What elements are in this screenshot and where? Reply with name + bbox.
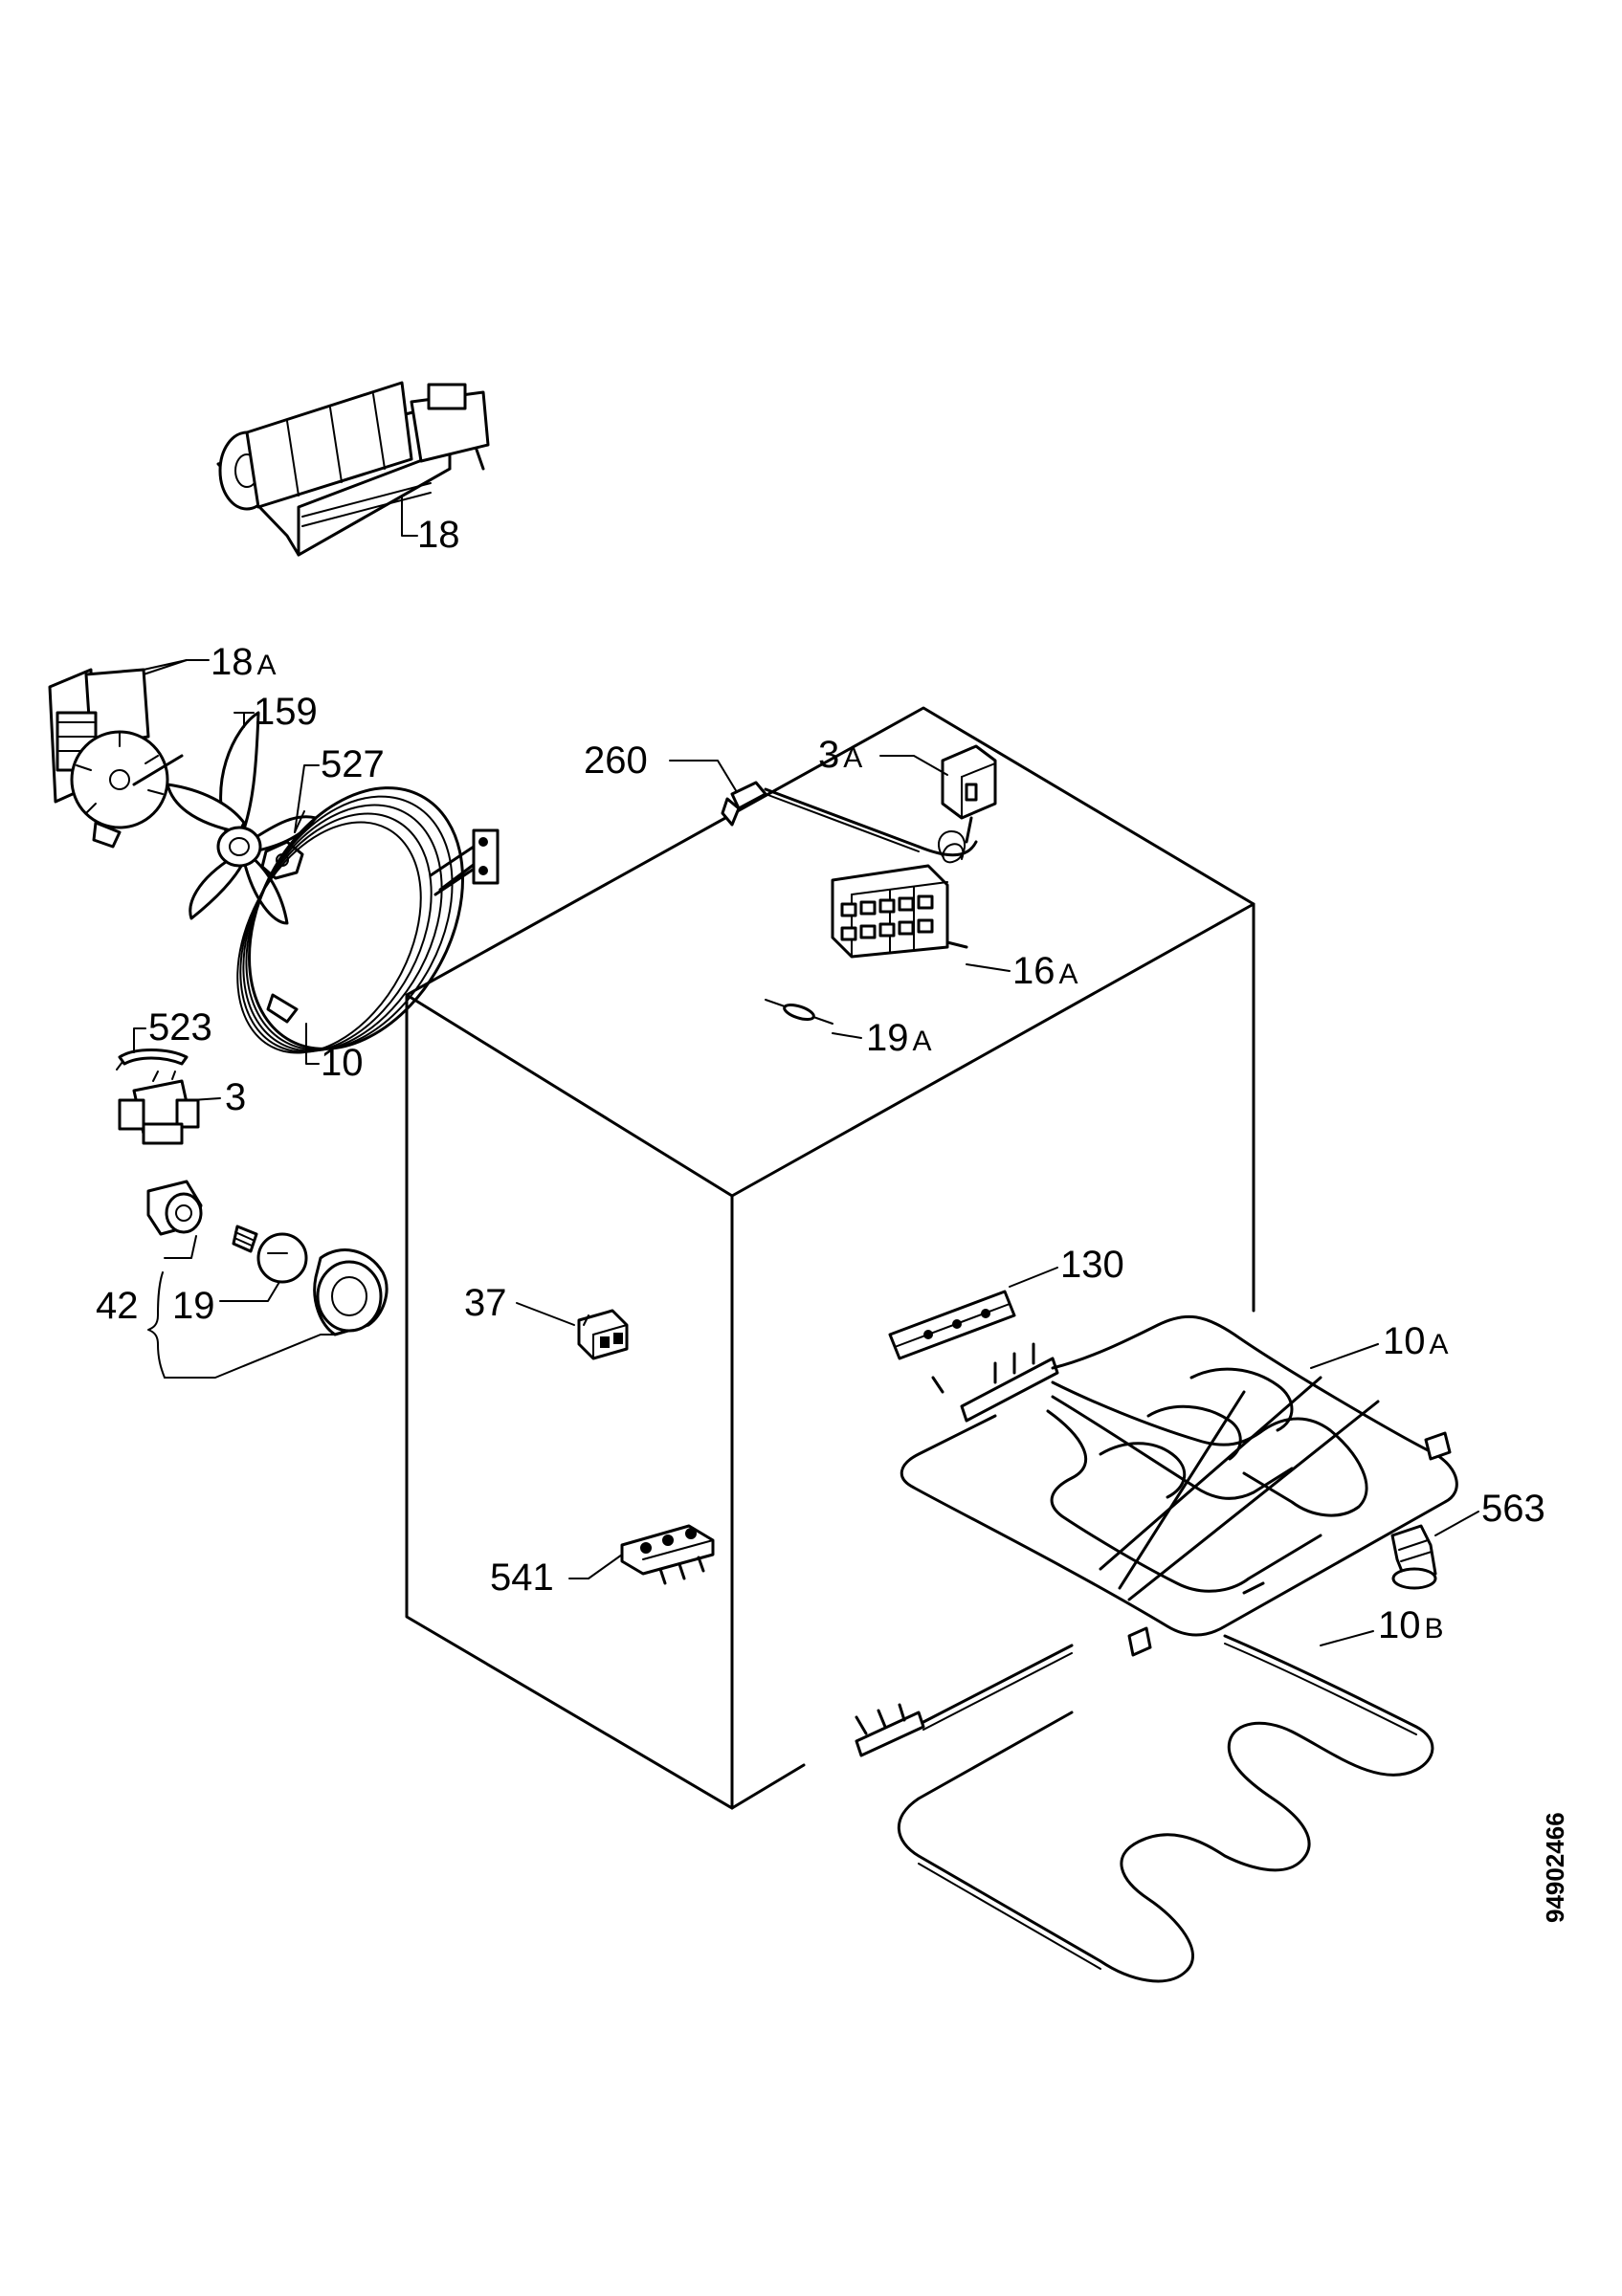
label-19: 19 bbox=[172, 1285, 215, 1327]
thermostat bbox=[118, 1071, 200, 1145]
label-3: 3 bbox=[225, 1076, 246, 1118]
leader-lines bbox=[133, 497, 1479, 1646]
label-260: 260 bbox=[584, 740, 648, 782]
circular-fan-element bbox=[236, 786, 500, 1054]
label-523: 523 bbox=[148, 1006, 212, 1049]
lamp-cover bbox=[313, 1248, 389, 1336]
oven-cabinet bbox=[405, 706, 1255, 1810]
thermal-fuse bbox=[765, 999, 833, 1025]
temperature-probe bbox=[721, 781, 978, 857]
label-563: 563 bbox=[1481, 1488, 1545, 1530]
selector-switch bbox=[831, 864, 968, 959]
fan-motor-assembly bbox=[48, 659, 188, 849]
lamp-bulb bbox=[232, 1225, 308, 1284]
thermostat-clip bbox=[116, 1049, 189, 1071]
label-527: 527 bbox=[321, 743, 385, 785]
terminal-block bbox=[620, 1524, 715, 1585]
label-18: 18 bbox=[417, 514, 460, 556]
limiter-thermostat bbox=[938, 744, 997, 864]
neon-indicator bbox=[577, 1309, 629, 1360]
grill-element bbox=[900, 1314, 1458, 1657]
bottom-element bbox=[855, 1634, 1434, 1983]
element-bracket bbox=[888, 1290, 1016, 1360]
document-number: 94902466 bbox=[1541, 1812, 1569, 1923]
fan-blade bbox=[166, 711, 318, 925]
label-130: 130 bbox=[1060, 1244, 1124, 1286]
label-42: 42 bbox=[96, 1285, 139, 1327]
lamp-holder bbox=[146, 1180, 203, 1236]
tangential-fan-motor bbox=[216, 381, 490, 557]
label-10: 10 bbox=[321, 1042, 364, 1084]
label-37: 37 bbox=[464, 1282, 507, 1324]
element-bush bbox=[1390, 1524, 1437, 1590]
label-159: 159 bbox=[254, 691, 318, 733]
label-541: 541 bbox=[490, 1556, 554, 1599]
